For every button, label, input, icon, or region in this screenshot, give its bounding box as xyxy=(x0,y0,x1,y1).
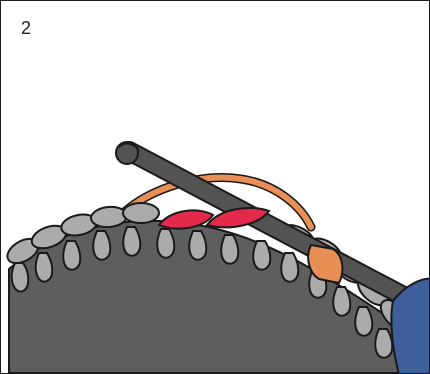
crochet-hook-icon xyxy=(115,141,423,311)
step-number: 2 xyxy=(21,18,32,38)
hand-icon xyxy=(390,277,429,373)
yarn-loop-icon xyxy=(157,206,271,230)
